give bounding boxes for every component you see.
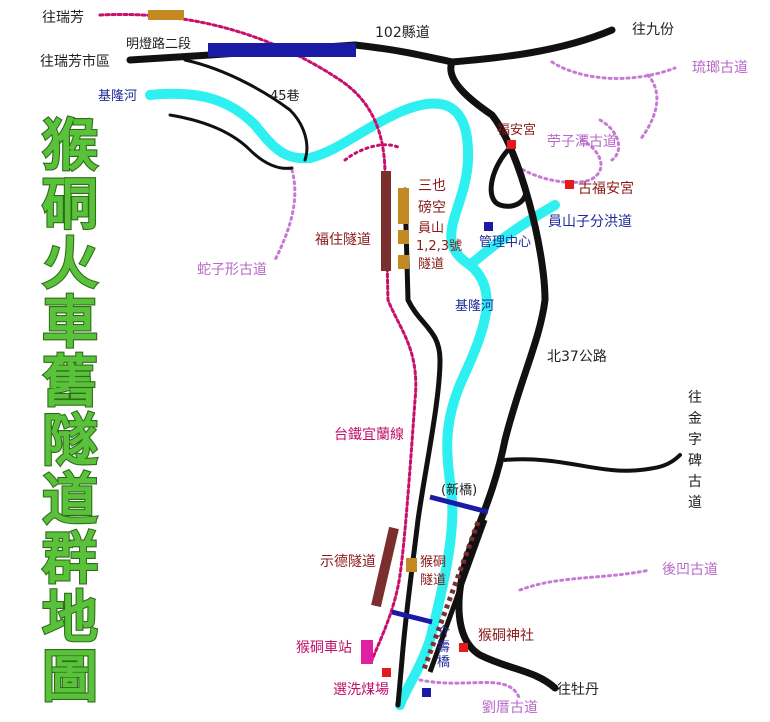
road-lane-45-west: [168, 113, 294, 170]
trail-zhuziting: [518, 138, 603, 184]
label-shide-tunnel: 示德隧道: [320, 554, 376, 570]
fuan-temple-marker: [507, 140, 516, 149]
jinzibei-char: 碑: [688, 453, 702, 469]
label-to-mudan: 往牡丹: [557, 682, 599, 698]
title-char: 地: [42, 586, 98, 651]
road-jinzibei: [503, 453, 682, 473]
shide-tunnel: [371, 526, 399, 608]
trail-liulang: [550, 60, 677, 80]
jinzibei-char: 道: [688, 495, 702, 511]
jieshou-char: 橋: [437, 655, 450, 670]
trail-zhuziting-up: [598, 118, 621, 162]
label-jieshou-bridge: 介壽橋: [437, 625, 450, 670]
label-coal-plant: 選洗煤場: [333, 682, 389, 698]
title-char: 硐: [42, 173, 98, 238]
label-to-ruifang-city: 往瑞芳市區: [40, 53, 110, 70]
floodway: [465, 200, 560, 270]
tunnel-3-block: [398, 255, 409, 269]
title-char: 猴: [42, 114, 98, 179]
road-bei37: [447, 58, 559, 692]
title-char: 隧: [42, 409, 98, 474]
label-zhuziting-trail: 苧子潭古道: [547, 133, 617, 150]
jinzibei-char: 字: [688, 432, 702, 448]
label-tunnel-word: 隧道: [418, 256, 444, 272]
label-houtong-tunnel-2: 隧道: [420, 572, 446, 588]
rail-track-east: [427, 519, 488, 673]
label-houtong-station: 猴硐車站: [296, 639, 352, 656]
road-lane-45: [183, 58, 309, 162]
title-char: 群: [42, 527, 98, 592]
label-liulang-trail: 琉瑯古道: [692, 60, 748, 76]
title-char: 舊: [42, 350, 98, 415]
trail-liulang-branch: [638, 73, 659, 142]
ruifang-tunnel-block: [148, 10, 184, 20]
label-fuzhu-tunnel: 福住隧道: [315, 232, 371, 248]
label-yuanshanzi-floodway: 員山子分洪道: [548, 214, 632, 230]
label-mingdeng-road: 明燈路二段: [126, 36, 191, 52]
label-houtong-tunnel-1: 猴硐: [420, 555, 446, 570]
title-char: 圖: [42, 645, 98, 710]
label-sanye-tunnel: 三也: [418, 178, 446, 194]
label-keelung-river-1: 基隆河: [98, 89, 137, 104]
trail-snake: [273, 168, 297, 262]
railway-houtong-branch: [343, 143, 402, 162]
label-management-center: 管理中心: [479, 235, 531, 250]
label-old-fuan-temple: 古福安宮: [578, 181, 634, 197]
management-center-marker: [484, 222, 493, 231]
jinzibei-char: 金: [688, 411, 702, 427]
road-west-rail-side: [395, 187, 443, 708]
old-fuan-temple-marker: [565, 180, 574, 189]
houtong-shrine-marker: [459, 643, 468, 652]
label-bei37-road: 北37公路: [547, 349, 607, 365]
jieshou-bridge: [391, 609, 433, 625]
jieshou-char: 介: [437, 625, 450, 640]
trail-houao: [518, 568, 652, 592]
label-yuanshan-tunnel: 員山: [418, 221, 444, 236]
label-snake-trail: 蛇子形古道: [197, 262, 267, 278]
rail-track-ties: [420, 521, 481, 673]
label-bangkong-tunnel: 磅空: [418, 199, 446, 216]
fuzhu-tunnel: [381, 171, 391, 271]
mingdeng-road-bar: [208, 43, 356, 57]
road-fuan-loop: [488, 147, 529, 209]
keelung-river: [145, 88, 492, 710]
label-fuan-temple: 福安宮: [497, 122, 536, 138]
label-road-102: 102縣道: [375, 25, 430, 41]
sanye-tunnel-block: [398, 188, 409, 224]
houtong-station-marker: [361, 640, 373, 664]
label-to-jiufen: 往九份: [632, 22, 674, 38]
jinzibei-char: 古: [688, 474, 702, 490]
yuanshan-tunnel-block: [398, 230, 409, 244]
label-houtong-shrine: 猴硐神社: [478, 628, 534, 644]
label-taiwan-railway: 台鐵宜蘭線: [334, 426, 404, 443]
label-lane-45: 45巷: [270, 89, 300, 104]
jieshou-char: 壽: [437, 640, 450, 655]
label-houao-trail: 後凹古道: [662, 562, 718, 578]
houtong-tunnel-block: [406, 558, 417, 572]
liucuo-marker: [422, 688, 431, 697]
title-char: 車: [42, 291, 98, 356]
label-tunnel-numbers: 1,2,3號: [416, 239, 462, 254]
trail-liucuo: [418, 678, 522, 702]
new-bridge: [429, 494, 489, 515]
label-keelung-river-2: 基隆河: [455, 299, 494, 314]
title-char: 道: [42, 468, 98, 533]
title-char: 火: [42, 232, 98, 297]
label-liucuo-trail: 劉厝古道: [482, 700, 538, 716]
label-new-bridge: (新橋): [441, 482, 477, 498]
jinzibei-char: 往: [688, 390, 702, 406]
label-to-ruifang: 往瑞芳: [42, 9, 84, 26]
coal-plant-marker: [382, 668, 391, 677]
road-102: [126, 26, 616, 66]
